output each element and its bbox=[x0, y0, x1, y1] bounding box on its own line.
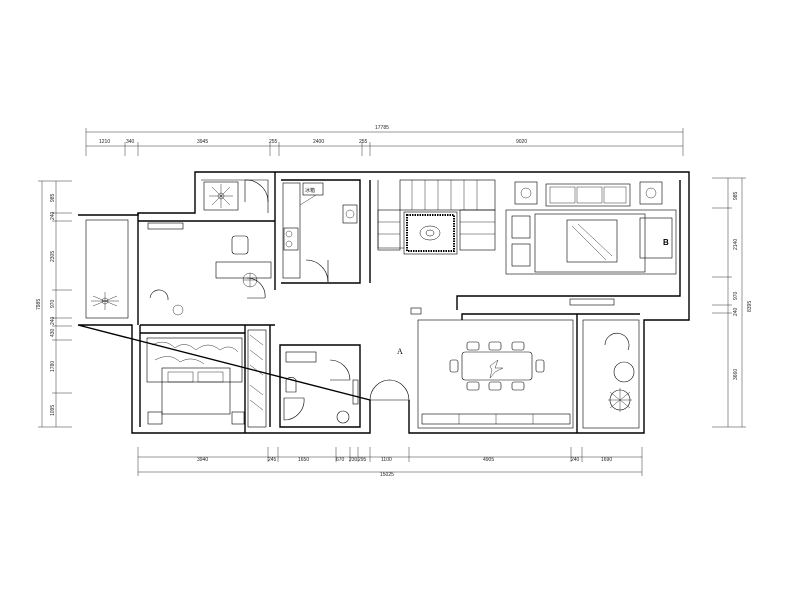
dim-top-6: 255 bbox=[359, 139, 368, 145]
master-bedroom bbox=[146, 329, 267, 428]
walls bbox=[77, 171, 690, 434]
dim-right-total: 8395 bbox=[747, 301, 753, 312]
dim-left-5: 240 bbox=[50, 316, 56, 325]
entrance-rug bbox=[403, 211, 458, 255]
dim-bottom-6: 295 bbox=[358, 457, 367, 463]
dim-bottom-3: 1650 bbox=[298, 457, 309, 463]
dim-top-3: 3945 bbox=[197, 139, 208, 145]
dim-top-2: 340 bbox=[126, 139, 135, 145]
dim-left-4: 970 bbox=[50, 299, 56, 308]
dining-set bbox=[421, 341, 571, 425]
dim-bottom-9: 240 bbox=[571, 457, 580, 463]
dim-bottom-2: 245 bbox=[268, 457, 277, 463]
bottom-dimension-chain: 3940 245 1650 670 230 295 1100 4905 240 … bbox=[137, 447, 643, 478]
dim-left-3: 2305 bbox=[50, 251, 56, 262]
dim-right-5: 3660 bbox=[733, 369, 739, 380]
dim-bottom-4: 670 bbox=[336, 457, 345, 463]
living-marker: B bbox=[663, 238, 669, 247]
dim-right-3: 970 bbox=[733, 291, 739, 300]
dim-top-7: 9020 bbox=[516, 139, 527, 145]
dim-left-total: 7985 bbox=[36, 299, 42, 310]
left-dimension-chain: 7985 985 240 2305 970 240 430 1780 1095 bbox=[36, 180, 72, 428]
kitchen: 冰箱 bbox=[282, 182, 358, 279]
dim-bottom-5: 230 bbox=[349, 457, 358, 463]
dim-top-total: 17785 bbox=[375, 125, 389, 131]
dim-left-2: 240 bbox=[50, 211, 56, 220]
dim-top-5: 2400 bbox=[313, 139, 324, 145]
entry-column bbox=[410, 307, 422, 315]
dim-left-7: 1780 bbox=[50, 361, 56, 372]
kitchen-sign: 冰箱 bbox=[305, 187, 315, 194]
dim-bottom-10: 1690 bbox=[601, 457, 612, 463]
dim-left-1: 985 bbox=[50, 193, 56, 202]
staircase bbox=[377, 179, 496, 251]
top-dimension-chain: 17785 1210 340 3945 255 2400 255 9020 bbox=[85, 125, 684, 156]
right-dimension-chain: 985 2140 970 240 3660 8395 bbox=[712, 177, 753, 428]
dim-left-8: 1095 bbox=[50, 405, 56, 416]
bathroom bbox=[283, 351, 359, 424]
dim-top-4: 255 bbox=[269, 139, 278, 145]
dim-bottom-7: 1100 bbox=[381, 457, 392, 463]
dim-bottom-total: 15025 bbox=[380, 472, 394, 478]
entrance-marker: A bbox=[397, 347, 403, 356]
dim-top-1: 1210 bbox=[99, 139, 110, 145]
dim-right-4: 240 bbox=[733, 307, 739, 316]
plant-storage bbox=[203, 181, 239, 211]
dim-bottom-1: 3940 bbox=[197, 457, 208, 463]
dim-right-1: 985 bbox=[733, 191, 739, 200]
right-balcony-furniture bbox=[604, 332, 635, 412]
dim-left-6: 430 bbox=[50, 328, 56, 337]
dim-right-2: 2140 bbox=[733, 239, 739, 250]
living-room-furniture bbox=[505, 181, 677, 306]
dim-bottom-8: 4905 bbox=[483, 457, 494, 463]
second-bedroom bbox=[91, 222, 272, 316]
